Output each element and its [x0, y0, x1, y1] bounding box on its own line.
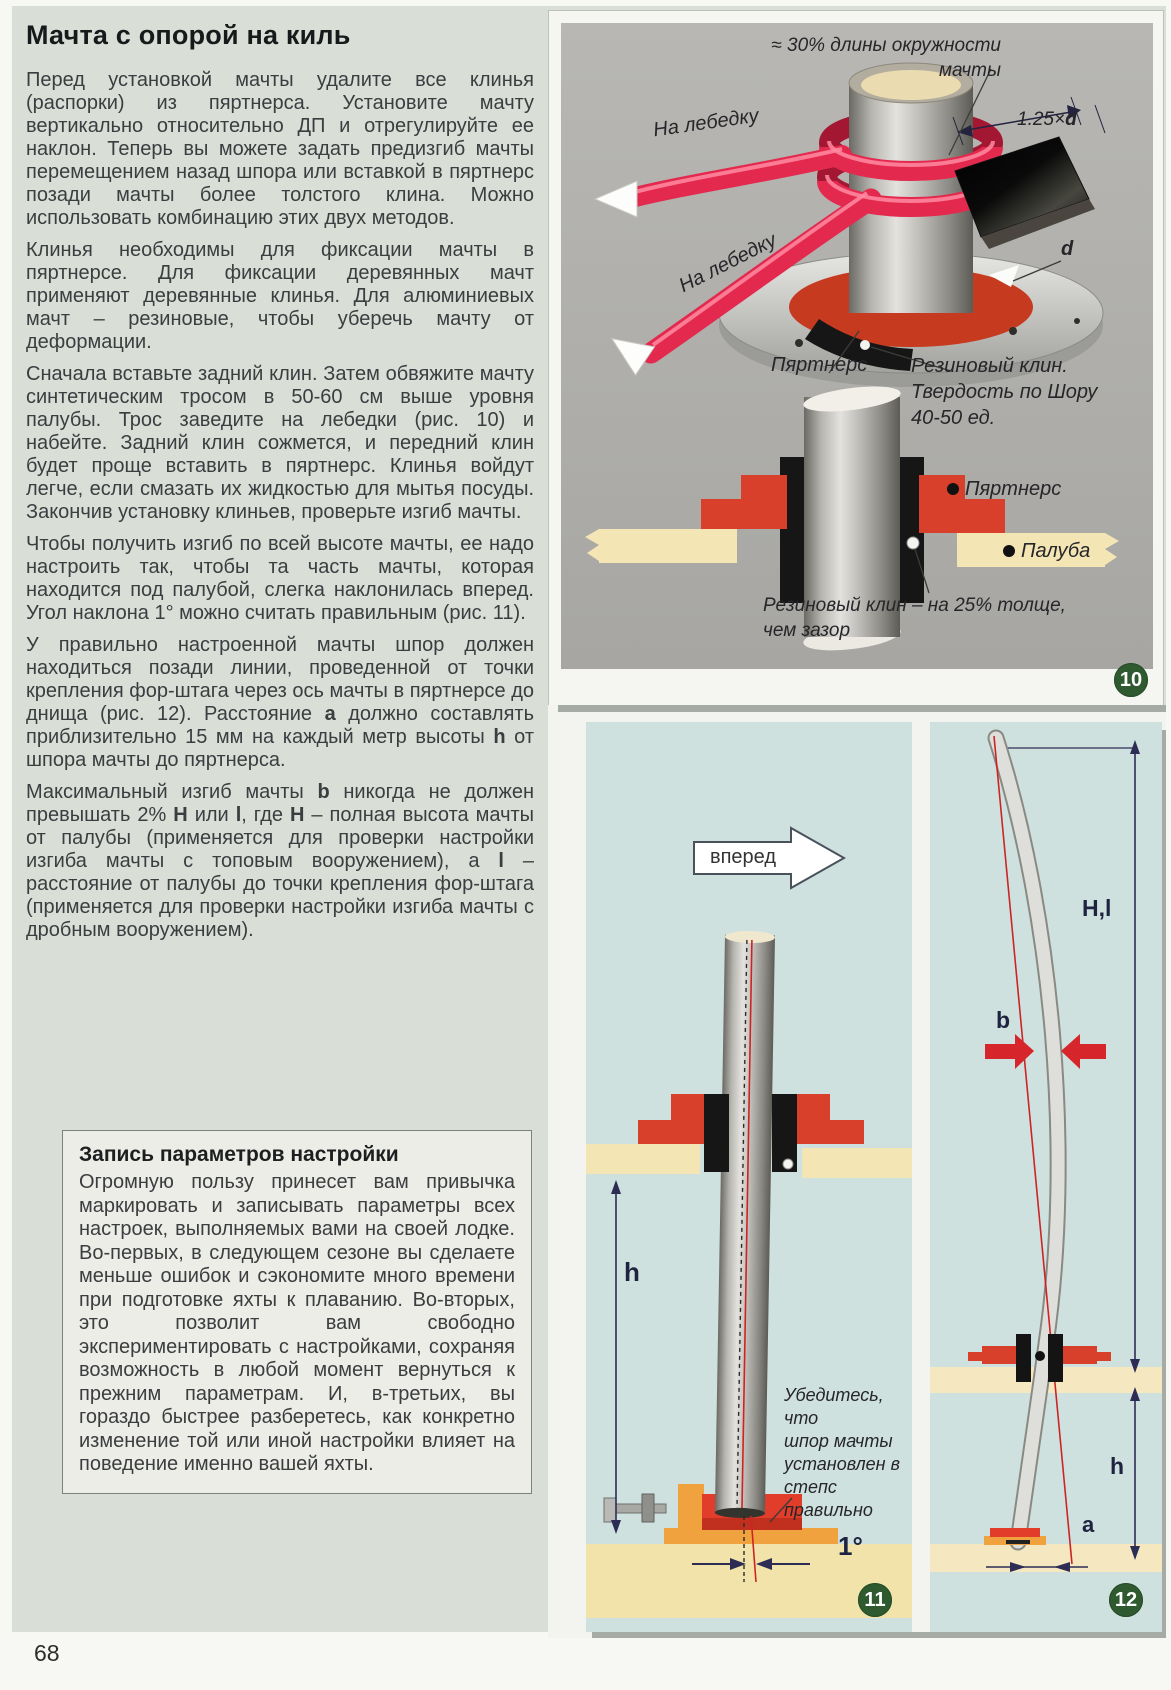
figure-10-illustration [561, 23, 1153, 669]
section-rubber-label: Резиновый клин – на 25% толще, чем зазор [763, 595, 1066, 641]
h-dimension-label: h [624, 1257, 640, 1287]
tip-box-body: Огромную пользу принесет вам привычка ма… [79, 1171, 515, 1475]
step-note-label: Убедитесь, что шпор мачты установлен в с… [784, 1385, 900, 1520]
mast-wedging-diagram [585, 62, 1119, 651]
a-dimension-label: a [1082, 1512, 1095, 1537]
forward-label: вперед [709, 846, 777, 868]
full-height-label: H,l [1082, 895, 1112, 921]
tip-box-title: Запись параметров настройки [79, 1143, 399, 1166]
figure-11-badge: 11 [858, 1583, 892, 1617]
circumference-label: ≈ 30% длины окружности мачты [771, 35, 1001, 81]
tip-box: Запись параметров настройки Огромную пол… [62, 1130, 532, 1494]
paragraph: Максимальный изгиб мачты b никогда не до… [26, 781, 535, 941]
figure-shadow [1161, 730, 1166, 1632]
section-deck-label: Палуба [1021, 540, 1091, 562]
h-dimension-label: h [1110, 1453, 1125, 1479]
mast-bend-diagram [930, 729, 1162, 1572]
bend-arrow-icon [1061, 1034, 1080, 1069]
article-column: Мачта с опорой на киль Перед установкой … [26, 20, 534, 951]
gap-d-label: d [1061, 238, 1074, 260]
winch-arrow-icon [593, 180, 638, 218]
figure-10-badge: 10 [1114, 663, 1148, 697]
paragraph: Перед установкой мачты удалите все клинь… [26, 69, 534, 229]
figure-12-badge: 12 [1109, 1583, 1143, 1617]
section-partners-label: Пяртнерс [965, 478, 1062, 500]
wedge-width-label: 1.25×d [1017, 109, 1077, 130]
rubber-wedge-label: Резиновый клин. Твердость по Шору 40-50 … [911, 355, 1098, 429]
figure-shadow [592, 1632, 1166, 1638]
figure-12: H,l b h a 12 [930, 722, 1162, 1632]
winch-arrow-icon [610, 337, 656, 376]
partners-label: Пяртнерс [771, 354, 868, 376]
bend-label: b [996, 1007, 1011, 1033]
angle-label: 1° [838, 1531, 863, 1561]
figure-shadow [558, 705, 1166, 712]
bend-arrow-icon [1015, 1034, 1034, 1069]
paragraph: У правильно настроенной мачты шпор долже… [26, 634, 535, 771]
figure-10: ≈ 30% длины окружности мачты 1.25×d На л… [548, 10, 1164, 707]
paragraph: Сначала вставьте задний клин. Затем обвя… [26, 363, 534, 523]
page-title: Мачта с опорой на киль [26, 20, 351, 50]
mast-rake-diagram [586, 826, 912, 1618]
paragraph: Чтобы получить изгиб по всей высоте мачт… [26, 533, 534, 624]
paragraph: Клинья необходимы для фиксации мачты в п… [26, 239, 534, 353]
page-number: 68 [34, 1640, 60, 1666]
figure-11: вперед h Убедитесь, что шпор мачты устан… [586, 722, 912, 1632]
forward-arrow-icon [693, 826, 847, 890]
